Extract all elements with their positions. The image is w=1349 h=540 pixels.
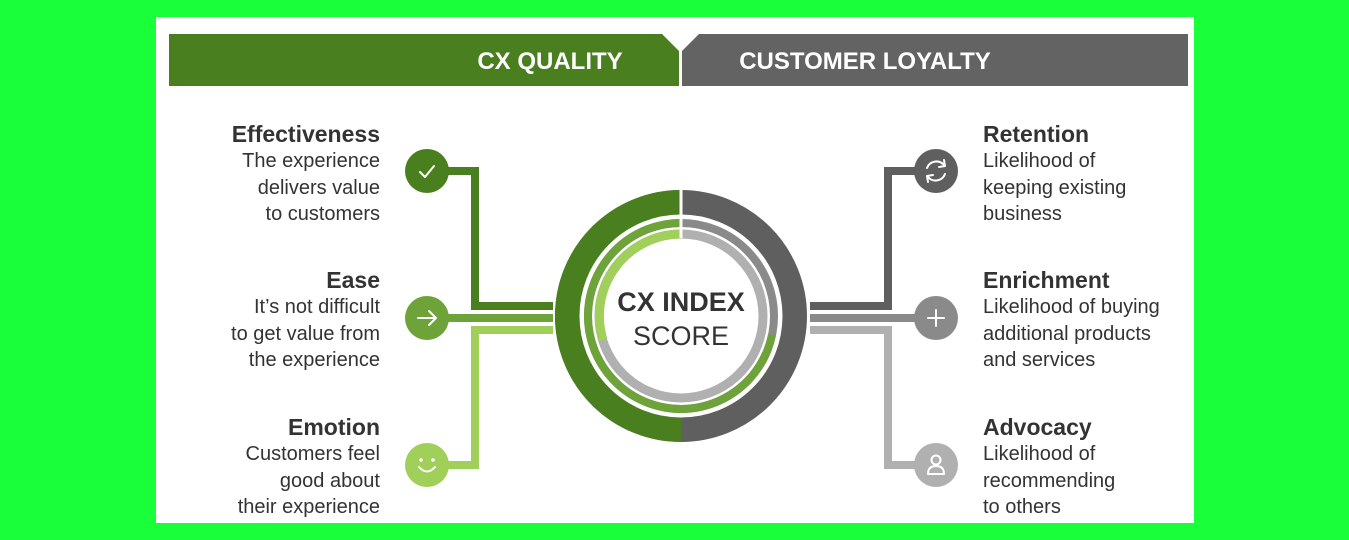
item-description: Likelihood of buying additional products… xyxy=(983,296,1160,371)
ring-center xyxy=(605,240,757,392)
index-rings xyxy=(555,188,807,442)
connector-effectiveness xyxy=(427,167,553,310)
connector-retention xyxy=(810,167,936,310)
item-retention: Retention Likelihood of keeping existing… xyxy=(983,121,1126,228)
center-subtitle: SCORE xyxy=(633,321,729,351)
customer-loyalty-label: CUSTOMER LOYALTY xyxy=(739,48,991,75)
item-description: Customers feel good about their experien… xyxy=(237,443,380,518)
item-emotion: Emotion Customers feel good about their … xyxy=(238,414,380,521)
item-description: It’s not difficult to get value from the… xyxy=(231,296,380,371)
item-ease: Ease It’s not difficult to get value fro… xyxy=(231,267,380,374)
item-title: Effectiveness xyxy=(231,121,380,147)
item-title: Ease xyxy=(326,267,380,293)
customer-loyalty-banner xyxy=(682,34,1188,86)
item-title: Enrichment xyxy=(983,267,1110,293)
inner-ring-green xyxy=(594,229,682,342)
smiley-icon xyxy=(405,443,449,487)
plus-icon xyxy=(914,296,958,340)
outer-ring-green xyxy=(555,190,682,442)
center-title: CX INDEX xyxy=(617,287,745,317)
connector-advocacy xyxy=(810,326,936,469)
item-description: The experience delivers value to custome… xyxy=(242,150,380,225)
item-effectiveness: Effectiveness The experience delivers va… xyxy=(232,121,380,228)
item-title: Retention xyxy=(983,121,1090,147)
connector-emotion xyxy=(427,326,553,469)
person-icon xyxy=(914,443,958,487)
cx-quality-banner xyxy=(169,34,679,86)
item-advocacy: Advocacy Likelihood of recommending to o… xyxy=(983,414,1115,521)
refresh-icon xyxy=(914,149,958,193)
item-title: Emotion xyxy=(288,414,380,440)
checkmark-icon xyxy=(405,149,449,193)
item-description: Likelihood of recommending to others xyxy=(983,443,1116,518)
middle-ring-green xyxy=(584,219,776,413)
item-title: Advocacy xyxy=(983,414,1092,440)
cx-quality-label: CX QUALITY xyxy=(477,48,622,75)
arrow-right-icon xyxy=(405,296,449,340)
item-description: Likelihood of keeping existing business xyxy=(983,150,1127,225)
item-enrichment: Enrichment Likelihood of buying addition… xyxy=(983,267,1160,374)
